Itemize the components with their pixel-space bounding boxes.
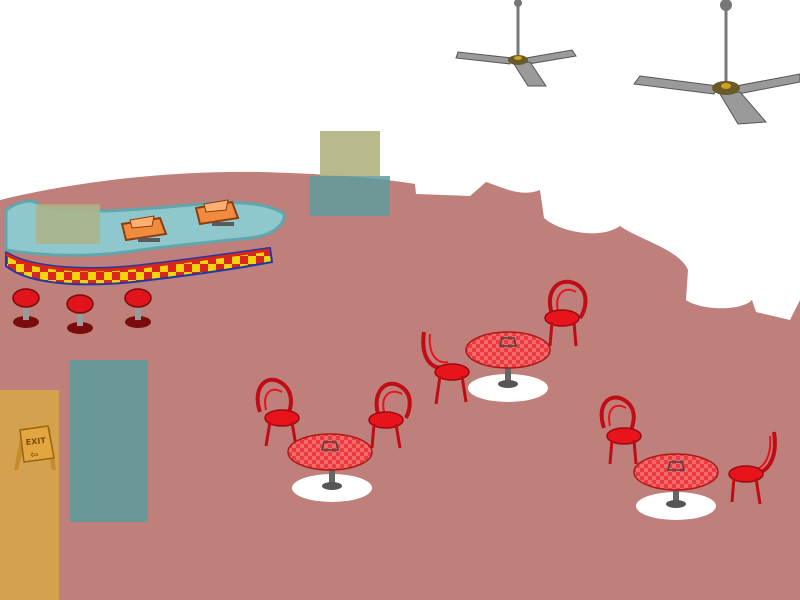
chair[interactable]: [421, 331, 470, 405]
dining-table[interactable]: [633, 453, 719, 520]
exit-sign[interactable]: EXIT ⇦: [14, 425, 56, 470]
zone-teal-left[interactable]: [70, 360, 148, 522]
ceiling-fan: [455, 0, 577, 87]
chair[interactable]: [368, 381, 412, 449]
chair[interactable]: [728, 431, 777, 505]
chair[interactable]: [599, 395, 642, 465]
exit-arrow-icon: ⇦: [30, 450, 38, 461]
chair[interactable]: [544, 279, 588, 347]
ceiling-fan: [633, 0, 800, 125]
zone-teal-top[interactable]: [310, 176, 390, 216]
chair[interactable]: [255, 377, 300, 447]
bar-stool[interactable]: [66, 294, 94, 334]
cash-register[interactable]: [120, 215, 168, 242]
exit-sign-label: EXIT: [25, 436, 46, 447]
bar-stool[interactable]: [124, 288, 152, 328]
zone-olive-counter[interactable]: [36, 204, 100, 244]
zone-olive-top[interactable]: [320, 131, 380, 176]
dining-table[interactable]: [465, 331, 551, 402]
zone-orange-exit[interactable]: [0, 390, 59, 600]
cash-register[interactable]: [194, 199, 240, 226]
bar-stool[interactable]: [12, 288, 40, 328]
dining-table[interactable]: [287, 433, 373, 502]
